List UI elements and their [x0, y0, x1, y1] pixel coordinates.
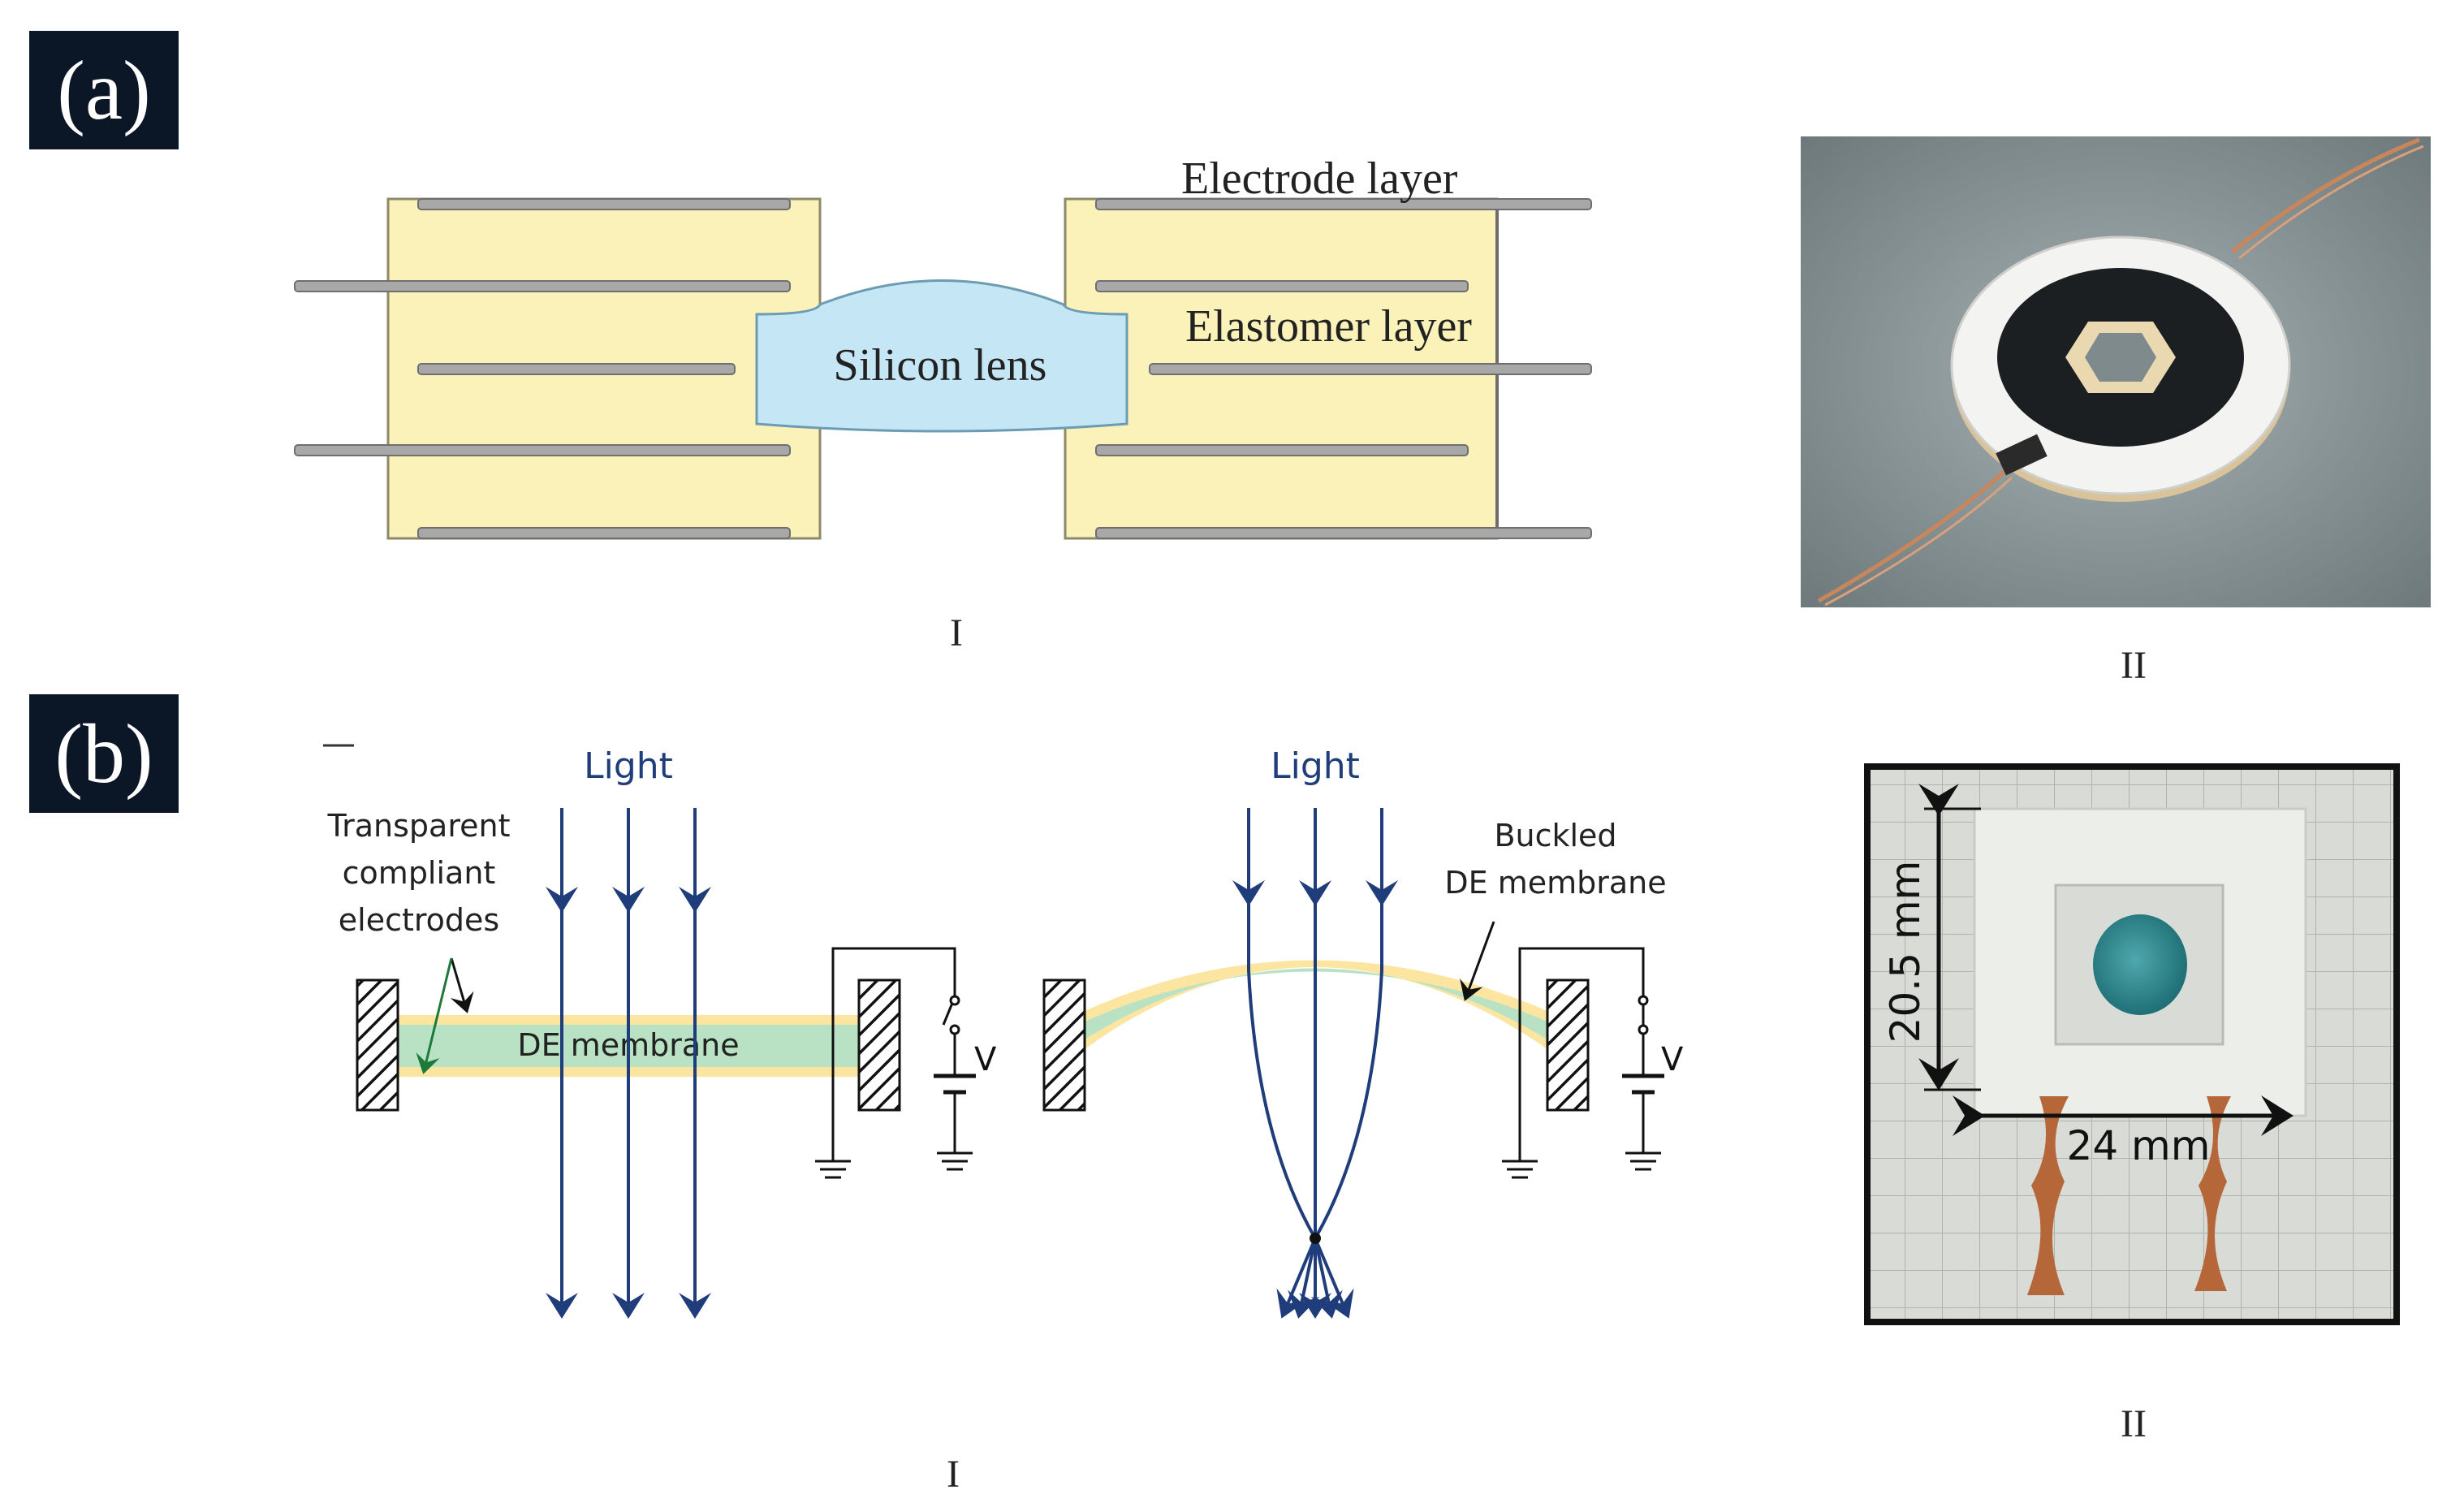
right-clamp-2 — [1546, 978, 1590, 1112]
left-clamp-1 — [356, 978, 399, 1112]
elastomer-layer-label: Elastomer layer — [1185, 301, 1472, 352]
caption-a-ii: II — [2121, 644, 2147, 687]
panel-b-photo: 20.5 mm 24 mm — [1864, 763, 2400, 1325]
caption-a-i: I — [950, 611, 963, 654]
buckled-label-1: Buckled — [1494, 818, 1616, 853]
light-label-left: Light — [584, 745, 673, 787]
panel-label-b: (b) — [29, 694, 179, 813]
height-dimension-label: 20.5 mm — [1882, 861, 1929, 1043]
buckled-label-2: DE membrane — [1444, 865, 1666, 901]
buckled-membrane-electrode — [1085, 960, 1547, 1049]
focused-light-rays — [1232, 808, 1398, 1319]
buckled-membrane — [1085, 968, 1547, 1039]
panel-label-a: (a) — [29, 31, 179, 149]
parallel-light-rays — [546, 808, 711, 1319]
voltage-label-left: V — [974, 1041, 997, 1078]
right-clamp-1 — [857, 978, 901, 1112]
left-clamp-2 — [1042, 978, 1086, 1112]
light-label-right: Light — [1271, 745, 1360, 787]
electrodes-label-2: compliant — [343, 855, 496, 891]
electrode-layer-label: Electrode layer — [1181, 153, 1458, 204]
panel-a-photo — [1801, 136, 2431, 607]
width-dimension-label: 24 mm — [2067, 1122, 2211, 1169]
caption-b-ii: II — [2121, 1402, 2147, 1445]
left-electrode-bars — [294, 198, 791, 539]
caption-b-i: I — [947, 1453, 960, 1496]
focal-point — [1310, 1233, 1321, 1244]
electrodes-label-1: Transparent — [327, 808, 511, 844]
right-electrode-bars — [1095, 198, 1592, 539]
left-circuit — [815, 947, 976, 1179]
right-circuit — [1502, 947, 1664, 1179]
silicon-lens — [755, 279, 1128, 433]
panel-a-schematic: Silicon lens Electrode layer Elastomer l… — [294, 153, 1592, 540]
electrodes-label-3: electrodes — [339, 902, 499, 938]
panel-b-schematic: DE membrane Transparent compliant electr… — [323, 744, 1684, 1319]
silicon-lens-label: Silicon lens — [834, 340, 1047, 391]
voltage-label-right: V — [1661, 1041, 1684, 1078]
